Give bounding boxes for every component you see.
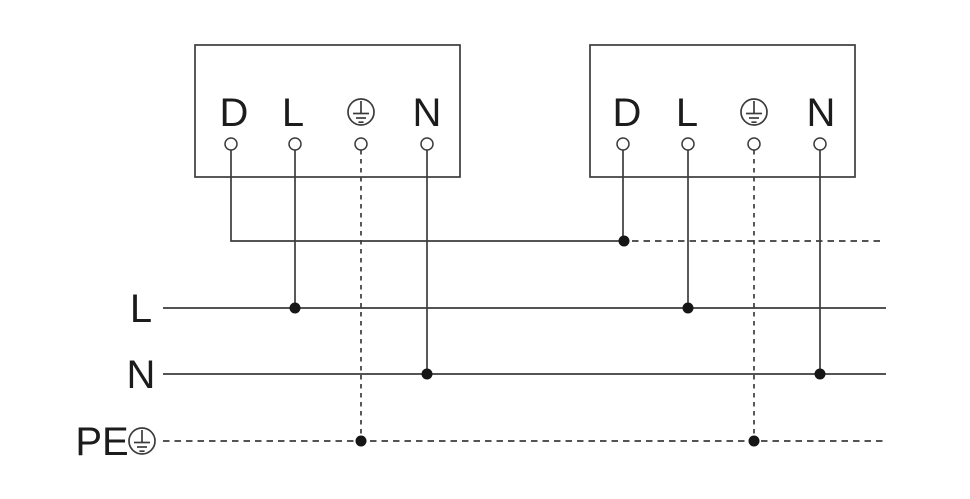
junction-dot <box>355 435 367 447</box>
device-2-terminal-n <box>813 137 827 151</box>
device-1-terminal-l-label: L <box>282 91 304 135</box>
earth-symbols <box>128 98 768 455</box>
bus-pe-label: PE <box>75 420 128 464</box>
device-1-terminal-l <box>288 137 302 151</box>
junction-dot <box>682 302 694 314</box>
device-2-box <box>589 44 856 178</box>
labels: D L N D L N L N PE <box>75 91 835 464</box>
protective-earth-icon <box>128 427 156 455</box>
bus-n-label: N <box>127 353 156 397</box>
bus-l-label: L <box>130 287 152 331</box>
device-1-wire-d <box>230 150 624 242</box>
junction-dot <box>289 302 301 314</box>
junction-dot <box>748 435 760 447</box>
junction-dots <box>289 235 826 447</box>
device-1-terminal-d <box>224 137 238 151</box>
device-1-terminal-n-label: N <box>413 91 442 135</box>
protective-earth-icon <box>740 98 768 126</box>
junction-dot <box>814 368 826 380</box>
device-1-terminal-pe <box>354 137 368 151</box>
device-2-terminal-pe <box>747 137 761 151</box>
solid-wires <box>163 150 886 375</box>
device-2-terminal-l-label: L <box>676 91 698 135</box>
dashed-wires <box>163 150 886 442</box>
device-1-box <box>194 44 461 178</box>
device-1-terminal-d-label: D <box>220 91 249 135</box>
device-2-terminal-d-label: D <box>613 91 642 135</box>
device-boxes <box>194 44 856 178</box>
device-2-terminal-d <box>616 137 630 151</box>
junction-dot <box>421 368 433 380</box>
device-2-terminal-n-label: N <box>807 91 836 135</box>
terminal-circles <box>224 137 827 151</box>
junction-dot <box>618 235 630 247</box>
protective-earth-icon <box>347 98 375 126</box>
device-2-terminal-l <box>681 137 695 151</box>
device-1-terminal-n <box>420 137 434 151</box>
